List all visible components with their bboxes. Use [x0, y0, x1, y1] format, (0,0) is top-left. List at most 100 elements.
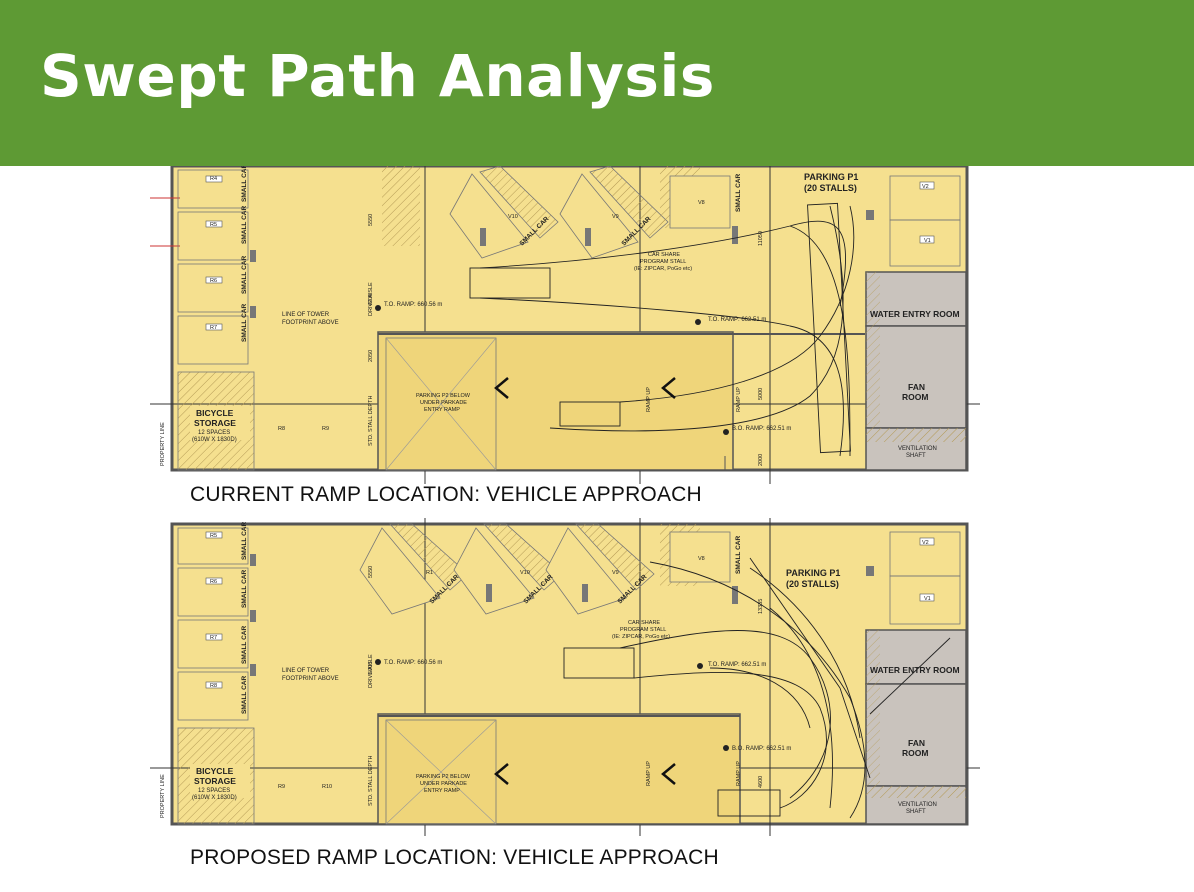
drive-aisle-label: DRIVE AISLE	[368, 282, 374, 316]
bicycle-label-4: (610W X 1830D)	[192, 795, 237, 801]
stall-r7: R7	[210, 635, 217, 641]
dim-2050: 2050	[368, 350, 374, 362]
dim-11050: 11050	[758, 231, 764, 246]
stall-r5: R5	[210, 222, 217, 228]
vent-label-2: SHAFT	[906, 453, 926, 459]
property-line-label: PROPERTY LINE	[160, 422, 166, 466]
small-car-label-7: SMALL CAR	[735, 174, 742, 212]
small-car-label-2: SMALL CAR	[241, 570, 248, 608]
to-ramp-marker-1	[375, 659, 381, 665]
fan-room-label-2: ROOM	[902, 392, 928, 402]
stall-r6: R6	[210, 579, 217, 585]
stall-r9: R9	[322, 426, 329, 432]
vent-label-2: SHAFT	[906, 809, 926, 815]
current-ramp-caption: CURRENT RAMP LOCATION: VEHICLE APPROACH	[190, 483, 702, 506]
to-ramp-1-label: T.O. RAMP: 660.56 m	[384, 660, 442, 666]
small-car-label-3: SMALL CAR	[241, 626, 248, 664]
bo-ramp-label: B.O. RAMP: 662.51 m	[732, 426, 791, 432]
small-car-label-1: SMALL CAR	[241, 522, 248, 560]
left-stalls	[177, 169, 256, 365]
parking-p1-label: PARKING P1	[786, 568, 840, 578]
small-car-label-8: SMALL CAR	[735, 536, 742, 574]
ramp-arrow-left-1	[494, 763, 509, 785]
dim-5000: 5000	[758, 388, 764, 400]
water-entry-room	[865, 629, 967, 685]
dim-2000: 2000	[758, 454, 764, 466]
stall-v2: V2	[922, 540, 929, 546]
car-share-3: (IE: ZIPCAR, PoGo etc)	[634, 266, 692, 272]
small-car-label-4: SMALL CAR	[241, 304, 248, 342]
bicycle-label-3: 12 SPACES	[198, 788, 230, 794]
bicycle-label-2: STORAGE	[194, 776, 236, 786]
stall-v10: V10	[508, 214, 518, 220]
ramp-up-label-2: RAMP UP	[736, 387, 742, 412]
ramp-arrow-left-2	[661, 763, 676, 785]
stall-v8: V8	[698, 200, 705, 206]
bicycle-label-3: 12 SPACES	[198, 430, 230, 436]
slide-title: Swept Path Analysis	[40, 42, 715, 110]
title-banner: Swept Path Analysis	[0, 0, 1194, 166]
p2-below-3: ENTRY RAMP	[424, 407, 460, 413]
dim-5550: 5550	[368, 566, 374, 578]
dim-5550: 5550	[368, 214, 374, 226]
car-share-2: PROGRAM STALL	[640, 259, 686, 265]
to-ramp-1-label: T.O. RAMP: 660.56 m	[384, 302, 442, 308]
stall-v10: V10	[520, 570, 530, 576]
small-car-label-4: SMALL CAR	[241, 676, 248, 714]
stall-depth-label: STD. STALL DEPTH	[368, 756, 374, 806]
current-ramp-floor-plan: PARKING P1 (20 STALLS) WATER ENTRY ROOM …	[150, 166, 980, 484]
p2-below-3: ENTRY RAMP	[424, 788, 460, 794]
current-plan-drawing: PARKING P1 (20 STALLS) WATER ENTRY ROOM …	[150, 166, 980, 484]
ramp-arrow-left-1	[494, 377, 509, 399]
dim-5000: 5000	[368, 662, 374, 674]
stall-v9: V9	[612, 570, 619, 576]
stall-r1: R1	[426, 570, 433, 576]
stall-r9: R9	[278, 784, 285, 790]
stall-depth-label: STD. STALL DEPTH	[368, 396, 374, 446]
dim-4600: 4600	[758, 776, 764, 788]
small-car-label-3: SMALL CAR	[241, 256, 248, 294]
stall-v2: V2	[922, 184, 929, 190]
stall-v9: V9	[612, 214, 619, 220]
tower-line-1: LINE OF TOWER	[282, 312, 330, 318]
parking-p1-stalls: (20 STALLS)	[804, 183, 857, 193]
p2-below-1: PARKING P2 BELOW	[416, 774, 471, 780]
to-ramp-marker-2	[695, 319, 701, 325]
to-ramp-marker-2	[697, 663, 703, 669]
tower-line-2: FOOTPRINT ABOVE	[282, 676, 339, 682]
vent-label-1: VENTILATION	[898, 446, 937, 452]
bicycle-label-1: BICYCLE	[196, 408, 234, 418]
property-line-label: PROPERTY LINE	[160, 774, 166, 818]
bicycle-label-1: BICYCLE	[196, 766, 234, 776]
bicycle-label-4: (610W X 1830D)	[192, 437, 237, 443]
stall-r7: R7	[210, 325, 217, 331]
stall-r6: R6	[210, 278, 217, 284]
tower-line-2: FOOTPRINT ABOVE	[282, 320, 339, 326]
fan-room	[865, 683, 967, 787]
left-stalls	[177, 527, 256, 721]
stall-r10: R10	[322, 784, 332, 790]
ramp-up-label-1: RAMP UP	[646, 387, 652, 412]
small-car-label-2: SMALL CAR	[241, 206, 248, 244]
fan-room-label-1: FAN	[908, 382, 925, 392]
to-ramp-2-label: T.O. RAMP: 662.51 m	[708, 317, 766, 323]
car-share-1: CAR SHARE	[648, 252, 680, 258]
swept-paths	[563, 557, 951, 819]
entry-ramp	[377, 713, 741, 825]
entry-ramp	[377, 331, 734, 471]
drive-aisle-label: DRIVE AISLE	[368, 654, 374, 688]
to-ramp-marker-1	[375, 305, 381, 311]
parking-p1-stalls: (20 STALLS)	[786, 579, 839, 589]
fan-room-label-1: FAN	[908, 738, 925, 748]
dim-4200: 4200	[368, 294, 374, 306]
p2-below-2: UNDER PARKADE	[420, 400, 467, 406]
stall-r8: R8	[210, 683, 217, 689]
vent-label-1: VENTILATION	[898, 802, 937, 808]
proposed-plan-drawing: PARKING P1 (20 STALLS) WATER ENTRY ROOM …	[150, 518, 980, 836]
p2-below-2: UNDER PARKADE	[420, 781, 467, 787]
stall-r5: R5	[210, 533, 217, 539]
water-entry-room-label: WATER ENTRY ROOM	[870, 665, 960, 675]
small-car-label-1: SMALL CAR	[241, 166, 248, 202]
swept-paths	[469, 202, 855, 457]
dim-13335: 13335	[758, 599, 764, 614]
